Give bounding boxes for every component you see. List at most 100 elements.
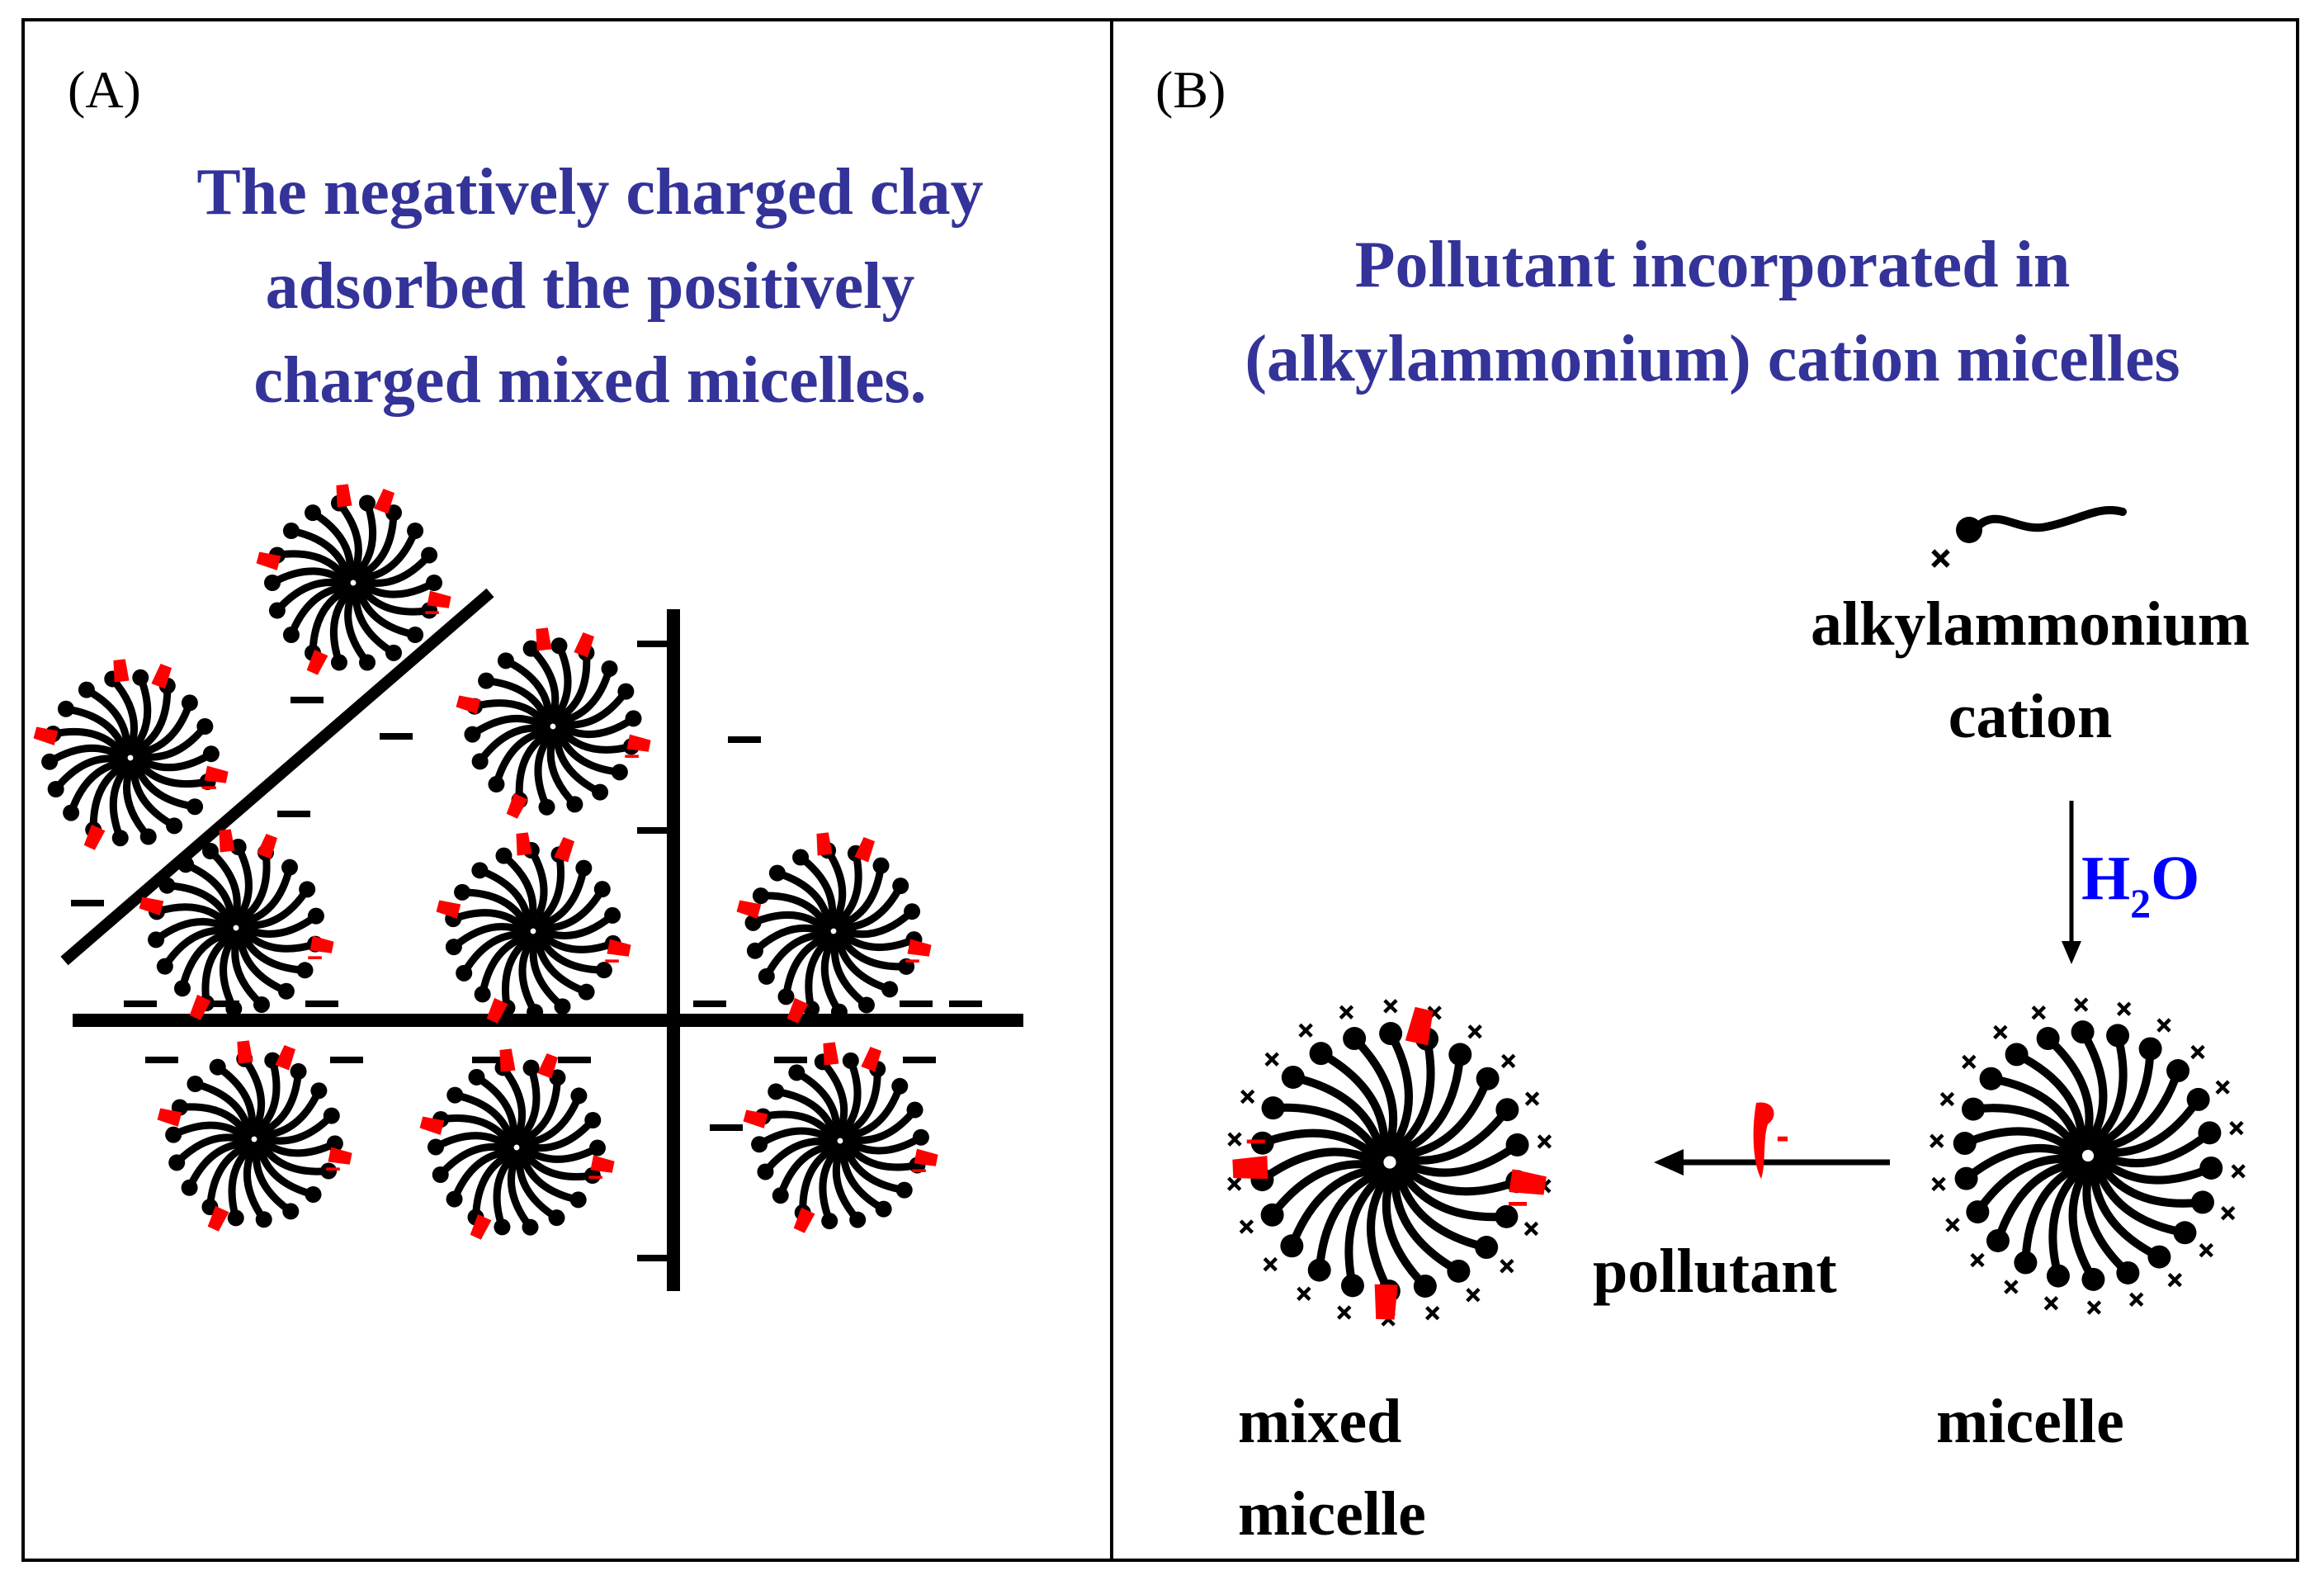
panel-b-label: (B)	[1155, 60, 1226, 119]
surfactant-head	[772, 1187, 789, 1204]
panel-b-title: Pollutant incorporated in (alkylammonium…	[1122, 218, 2303, 406]
surfactant-head	[891, 1077, 909, 1095]
surfactant-tail	[1344, 1167, 1391, 1290]
surfactant-tail	[309, 509, 355, 581]
head-charge-sign: +	[2117, 1280, 2156, 1320]
surfactant-tail	[153, 903, 234, 930]
surfactant-head	[746, 942, 763, 959]
surfactant-head	[326, 1135, 343, 1152]
surfactant-head	[187, 1075, 204, 1092]
micelle-structure: ++++++++++++++++++++++	[1917, 985, 2258, 1327]
surfactant-head	[454, 883, 471, 901]
surfactant-tail	[67, 758, 130, 817]
surfactant-tail	[834, 932, 894, 993]
surfactant-tail	[172, 1133, 252, 1166]
water-h: H	[2081, 844, 2131, 913]
pollutant-molecule	[427, 590, 451, 608]
surfactant-tail	[501, 933, 535, 1012]
head-charge-sign: +	[1919, 1165, 1958, 1204]
surfactant-tail	[834, 862, 886, 930]
surfactant-tail	[757, 892, 832, 933]
surfactant-tail	[792, 1068, 841, 1139]
surfactant-tail	[535, 930, 608, 974]
pollutant-charge-sign: −	[604, 945, 620, 976]
surfactant-tail	[2089, 1044, 2155, 1152]
pollutant-molecule	[537, 1053, 559, 1079]
adsorbed-mixed-micelle: −	[139, 829, 334, 1020]
adsorbed-micelles: −−−−−−−−−	[33, 484, 938, 1240]
surfactant-tail	[515, 728, 555, 804]
surfactant-tail	[499, 1063, 527, 1145]
surfactant-tail	[352, 509, 398, 581]
surfactant-tail	[517, 1147, 583, 1204]
pollutant-molecule	[861, 1046, 882, 1072]
surfactant-head	[478, 672, 495, 689]
surfactant-tail	[1393, 1165, 1491, 1251]
surfactant-tail	[479, 932, 533, 998]
pollutant-molecule	[204, 765, 229, 783]
surfactant-head	[2106, 1024, 2130, 1048]
surfactant-tail	[1288, 1073, 1386, 1160]
surfactant-tail	[1258, 1128, 1384, 1166]
surfactant-head	[227, 1209, 244, 1227]
surfactant-head	[264, 575, 281, 591]
surfactant-head	[892, 878, 909, 895]
figure-frame	[21, 18, 2299, 1562]
surfactant-head	[407, 626, 424, 643]
surfactant-tail	[201, 930, 238, 1007]
surfactant-tail	[1969, 1104, 2083, 1157]
pollutant-charge-sign: −	[424, 597, 440, 627]
surfactant-head	[310, 1082, 328, 1100]
pollutant-molecule	[328, 1147, 352, 1165]
surfactant-tail	[839, 1065, 881, 1139]
surfactant-head	[604, 906, 621, 924]
surfactant-tail	[2090, 1067, 2183, 1153]
surfactant-head	[2173, 1221, 2197, 1245]
surfactant-head	[881, 981, 899, 998]
surfactant-tail	[839, 1142, 888, 1213]
head-charge-sign: +	[1413, 1294, 1452, 1333]
surfactant-head	[575, 859, 593, 877]
surfactant-tail	[240, 1055, 265, 1137]
surfactant-tail	[535, 885, 607, 932]
surfactant-head	[494, 1218, 511, 1236]
surfactant-tail	[1367, 1168, 1394, 1295]
surfactant-head	[495, 847, 513, 864]
surfactant-tail	[759, 1110, 838, 1143]
pollutant-charge-sign: −	[201, 772, 217, 802]
pollutant-molecule	[470, 1213, 492, 1240]
surfactant-head	[2138, 1037, 2162, 1061]
surfactant-tail	[819, 1143, 843, 1225]
pollutant-arrow-head	[1654, 1149, 1684, 1176]
surfactant-head	[1966, 1200, 1990, 1224]
surfactant-head	[446, 1190, 463, 1208]
pollutant-molecule	[256, 551, 281, 570]
surfactant-tail	[45, 744, 128, 766]
head-charge-sign: +	[2031, 1284, 2071, 1323]
surfactant-tail	[432, 1132, 514, 1152]
surfactant-head	[821, 1213, 838, 1230]
surfactant-head	[41, 753, 59, 770]
surfactant-head	[1476, 1067, 1500, 1090]
surfactant-head	[359, 654, 376, 671]
surfactant-head	[1261, 1096, 1285, 1120]
surfactant-head	[875, 1200, 892, 1218]
surfactant-tail	[132, 722, 209, 761]
surfactant-head	[421, 602, 438, 619]
surfactant-head	[617, 683, 635, 700]
surfactant-tail	[268, 567, 351, 587]
surfactant-tail	[2089, 1159, 2164, 1261]
head-charge-sign: +	[1917, 1122, 1957, 1161]
surfactant-tail	[123, 760, 153, 841]
surfactant-head	[912, 1128, 929, 1146]
surfactant-tail	[493, 1150, 520, 1231]
head-charge-sign: +	[1371, 986, 1410, 1026]
surfactant-tail	[234, 849, 271, 926]
surfactant-head	[177, 856, 195, 873]
surfactant-head	[1954, 1166, 1978, 1190]
surfactant-tail	[832, 1143, 862, 1224]
pollutant-molecule	[336, 484, 352, 508]
pollutant-molecule	[486, 997, 508, 1024]
surfactant-head	[2166, 1059, 2190, 1083]
